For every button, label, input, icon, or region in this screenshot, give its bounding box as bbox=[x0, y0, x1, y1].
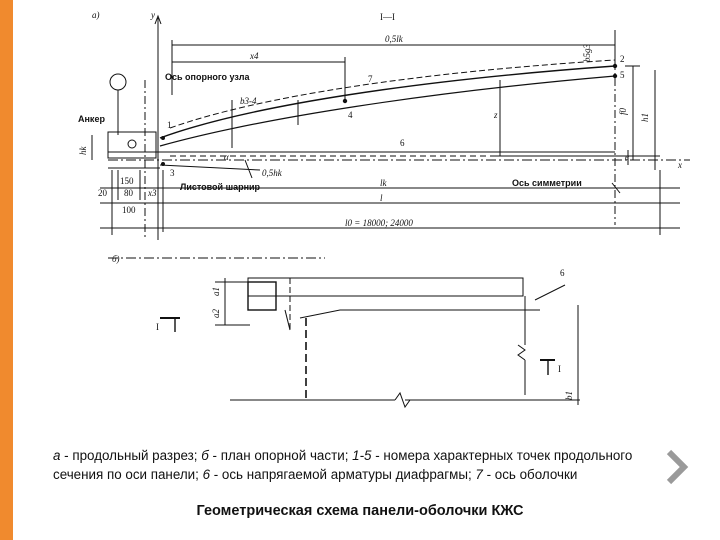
section-title: I—I bbox=[380, 12, 395, 22]
anchor-block bbox=[107, 131, 157, 159]
y-axis-arrow bbox=[154, 14, 162, 25]
part-b-label: б) bbox=[112, 254, 120, 264]
dim-e-label: e bbox=[625, 152, 629, 162]
dim-a1-label: a1 bbox=[211, 287, 221, 296]
slide-area bbox=[13, 0, 720, 540]
caption-points-text: - номера характерных точек продольного с… bbox=[53, 448, 633, 482]
point-3-dot bbox=[161, 162, 165, 166]
dim-05hk-label: 0,5hk bbox=[262, 168, 283, 178]
plan-edge-line bbox=[299, 309, 540, 319]
dim-x3-label: x3 bbox=[147, 188, 157, 198]
dim-100-label: 100 bbox=[122, 205, 136, 215]
section-mark-right: I bbox=[558, 364, 561, 374]
point-4-dot bbox=[342, 98, 348, 104]
dim-half-span-label: 0,5lk bbox=[385, 34, 404, 44]
dim-alpha-label: α bbox=[224, 152, 229, 162]
point-6-label: 6 bbox=[400, 138, 405, 148]
dim-z-label: z bbox=[493, 110, 498, 120]
figure-caption: а - продольный разрез; б - план опорной … bbox=[53, 446, 683, 484]
symmetry-axis-label: Ось симметрии bbox=[512, 178, 582, 188]
point-5-dot bbox=[612, 73, 618, 79]
point-1-dot bbox=[161, 136, 165, 140]
plan-upper-strip bbox=[247, 277, 524, 297]
x-axis-label: x bbox=[677, 160, 682, 170]
part-a-label: а) bbox=[92, 10, 100, 20]
slide-title: Геометрическая схема панели-оболочки КЖС bbox=[196, 503, 524, 519]
caption-points-key: 1-5 bbox=[352, 448, 372, 463]
accent-bar bbox=[0, 0, 13, 540]
dim-b1-label: b1 bbox=[564, 391, 574, 400]
point-4-label: 4 bbox=[348, 110, 353, 120]
dim-80-label: 80 bbox=[124, 188, 134, 198]
point-2-label: 2 bbox=[620, 54, 625, 64]
point-5-label: 5 bbox=[620, 70, 625, 80]
dim-hk-label: hk bbox=[78, 146, 88, 156]
hinge-line bbox=[159, 164, 261, 171]
point-7-label: 7 bbox=[368, 74, 373, 84]
point-3-label: 3 bbox=[170, 168, 175, 178]
section-mark-left: I bbox=[156, 322, 159, 332]
dim-a2-label: a2 bbox=[211, 309, 221, 319]
shell-axis-curve bbox=[169, 59, 616, 129]
caption-a-text: - продольный разрез; bbox=[60, 448, 202, 463]
caption-b-text: - план опорной части; bbox=[208, 448, 353, 463]
caption-seven-key: 7 bbox=[475, 467, 483, 482]
point-1-label: 1 bbox=[167, 120, 172, 130]
caption-seven-text: - ось оболочки bbox=[482, 467, 578, 482]
caption-six-text: - ось напрягаемой арматуры диафрагмы; bbox=[210, 467, 476, 482]
anchor-circle bbox=[109, 73, 127, 91]
dim-20-label: 20 bbox=[98, 188, 108, 198]
dim-f0-label: f0 bbox=[618, 107, 628, 115]
dim-x4-label: x4 bbox=[249, 51, 259, 61]
panel-diagram: а) б) I—I y x 0,5lk x4 b3-4 b5g3 z f0 h1… bbox=[78, 10, 690, 409]
dim-b5g3-label: b5g3 bbox=[582, 44, 592, 63]
shell-top-curve bbox=[159, 65, 616, 139]
support-axis-label: Ось опорного узла bbox=[165, 72, 250, 82]
point-2-dot bbox=[612, 63, 618, 69]
dim-l0-label: l0 = 18000; 24000 bbox=[345, 218, 413, 228]
chevron-right-icon[interactable] bbox=[664, 448, 690, 486]
plan-support-block bbox=[247, 281, 277, 311]
dim-l-label: l bbox=[380, 193, 383, 203]
next-slide-button[interactable] bbox=[664, 448, 690, 486]
dim-h1-label: h1 bbox=[640, 113, 650, 122]
dim-b34-label: b3-4 bbox=[240, 96, 257, 106]
anchor-label: Анкер bbox=[78, 114, 105, 124]
y-axis-label: y bbox=[150, 10, 155, 20]
shell-bottom-curve bbox=[159, 75, 616, 147]
caption-six-key: 6 bbox=[202, 467, 211, 482]
sheet-hinge-label: Листовой шарнир bbox=[180, 182, 261, 192]
caption-b-key: б bbox=[201, 448, 209, 463]
plan-point-6-label: 6 bbox=[560, 268, 565, 278]
dim-lk-label: lk bbox=[380, 178, 388, 188]
dim-150-label: 150 bbox=[120, 176, 134, 186]
caption-a-key: а bbox=[53, 448, 61, 463]
